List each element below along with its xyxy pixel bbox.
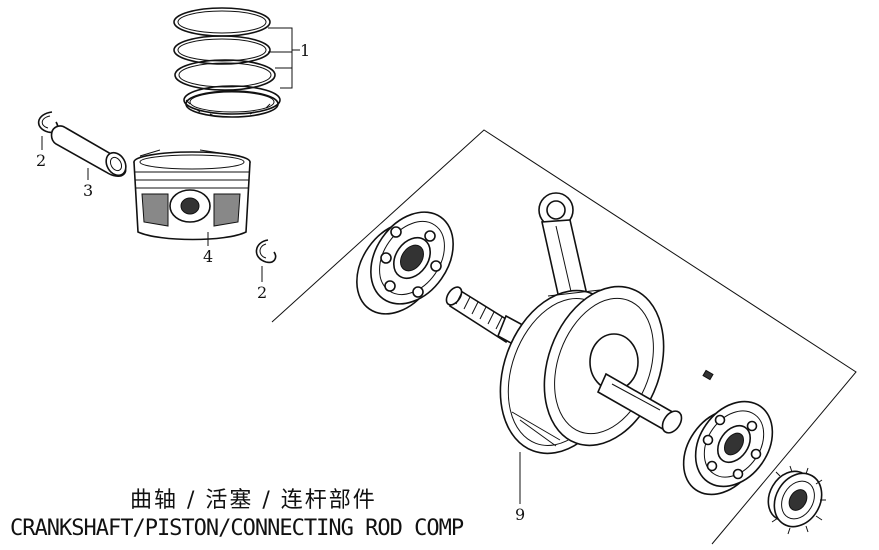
callout-9: 9 — [515, 505, 525, 524]
circlip-right — [255, 239, 277, 282]
callout-2-right: 2 — [257, 283, 267, 302]
crank-flywheels — [499, 285, 665, 455]
right-bearing — [682, 400, 774, 496]
left-bearing — [356, 211, 454, 315]
timing-sprocket — [767, 465, 826, 535]
diagram-title-chinese: 曲轴 / 活塞 / 连杆部件 — [130, 488, 377, 513]
piston-pin — [50, 125, 127, 180]
callout-1: 1 — [300, 41, 310, 60]
diagram-title-english: CRANKSHAFT/PISTON/CONNECTING ROD COMP — [10, 516, 464, 541]
callout-3: 3 — [83, 181, 93, 200]
piston-rings — [173, 7, 281, 118]
piston — [133, 149, 251, 246]
callout-4: 4 — [203, 247, 213, 266]
crankshaft-right-shaft — [596, 369, 714, 434]
leader-1 — [268, 27, 300, 89]
crankshaft-left-shaft — [445, 286, 534, 352]
callout-2-left: 2 — [36, 151, 46, 170]
assembly-boundary — [271, 129, 857, 545]
